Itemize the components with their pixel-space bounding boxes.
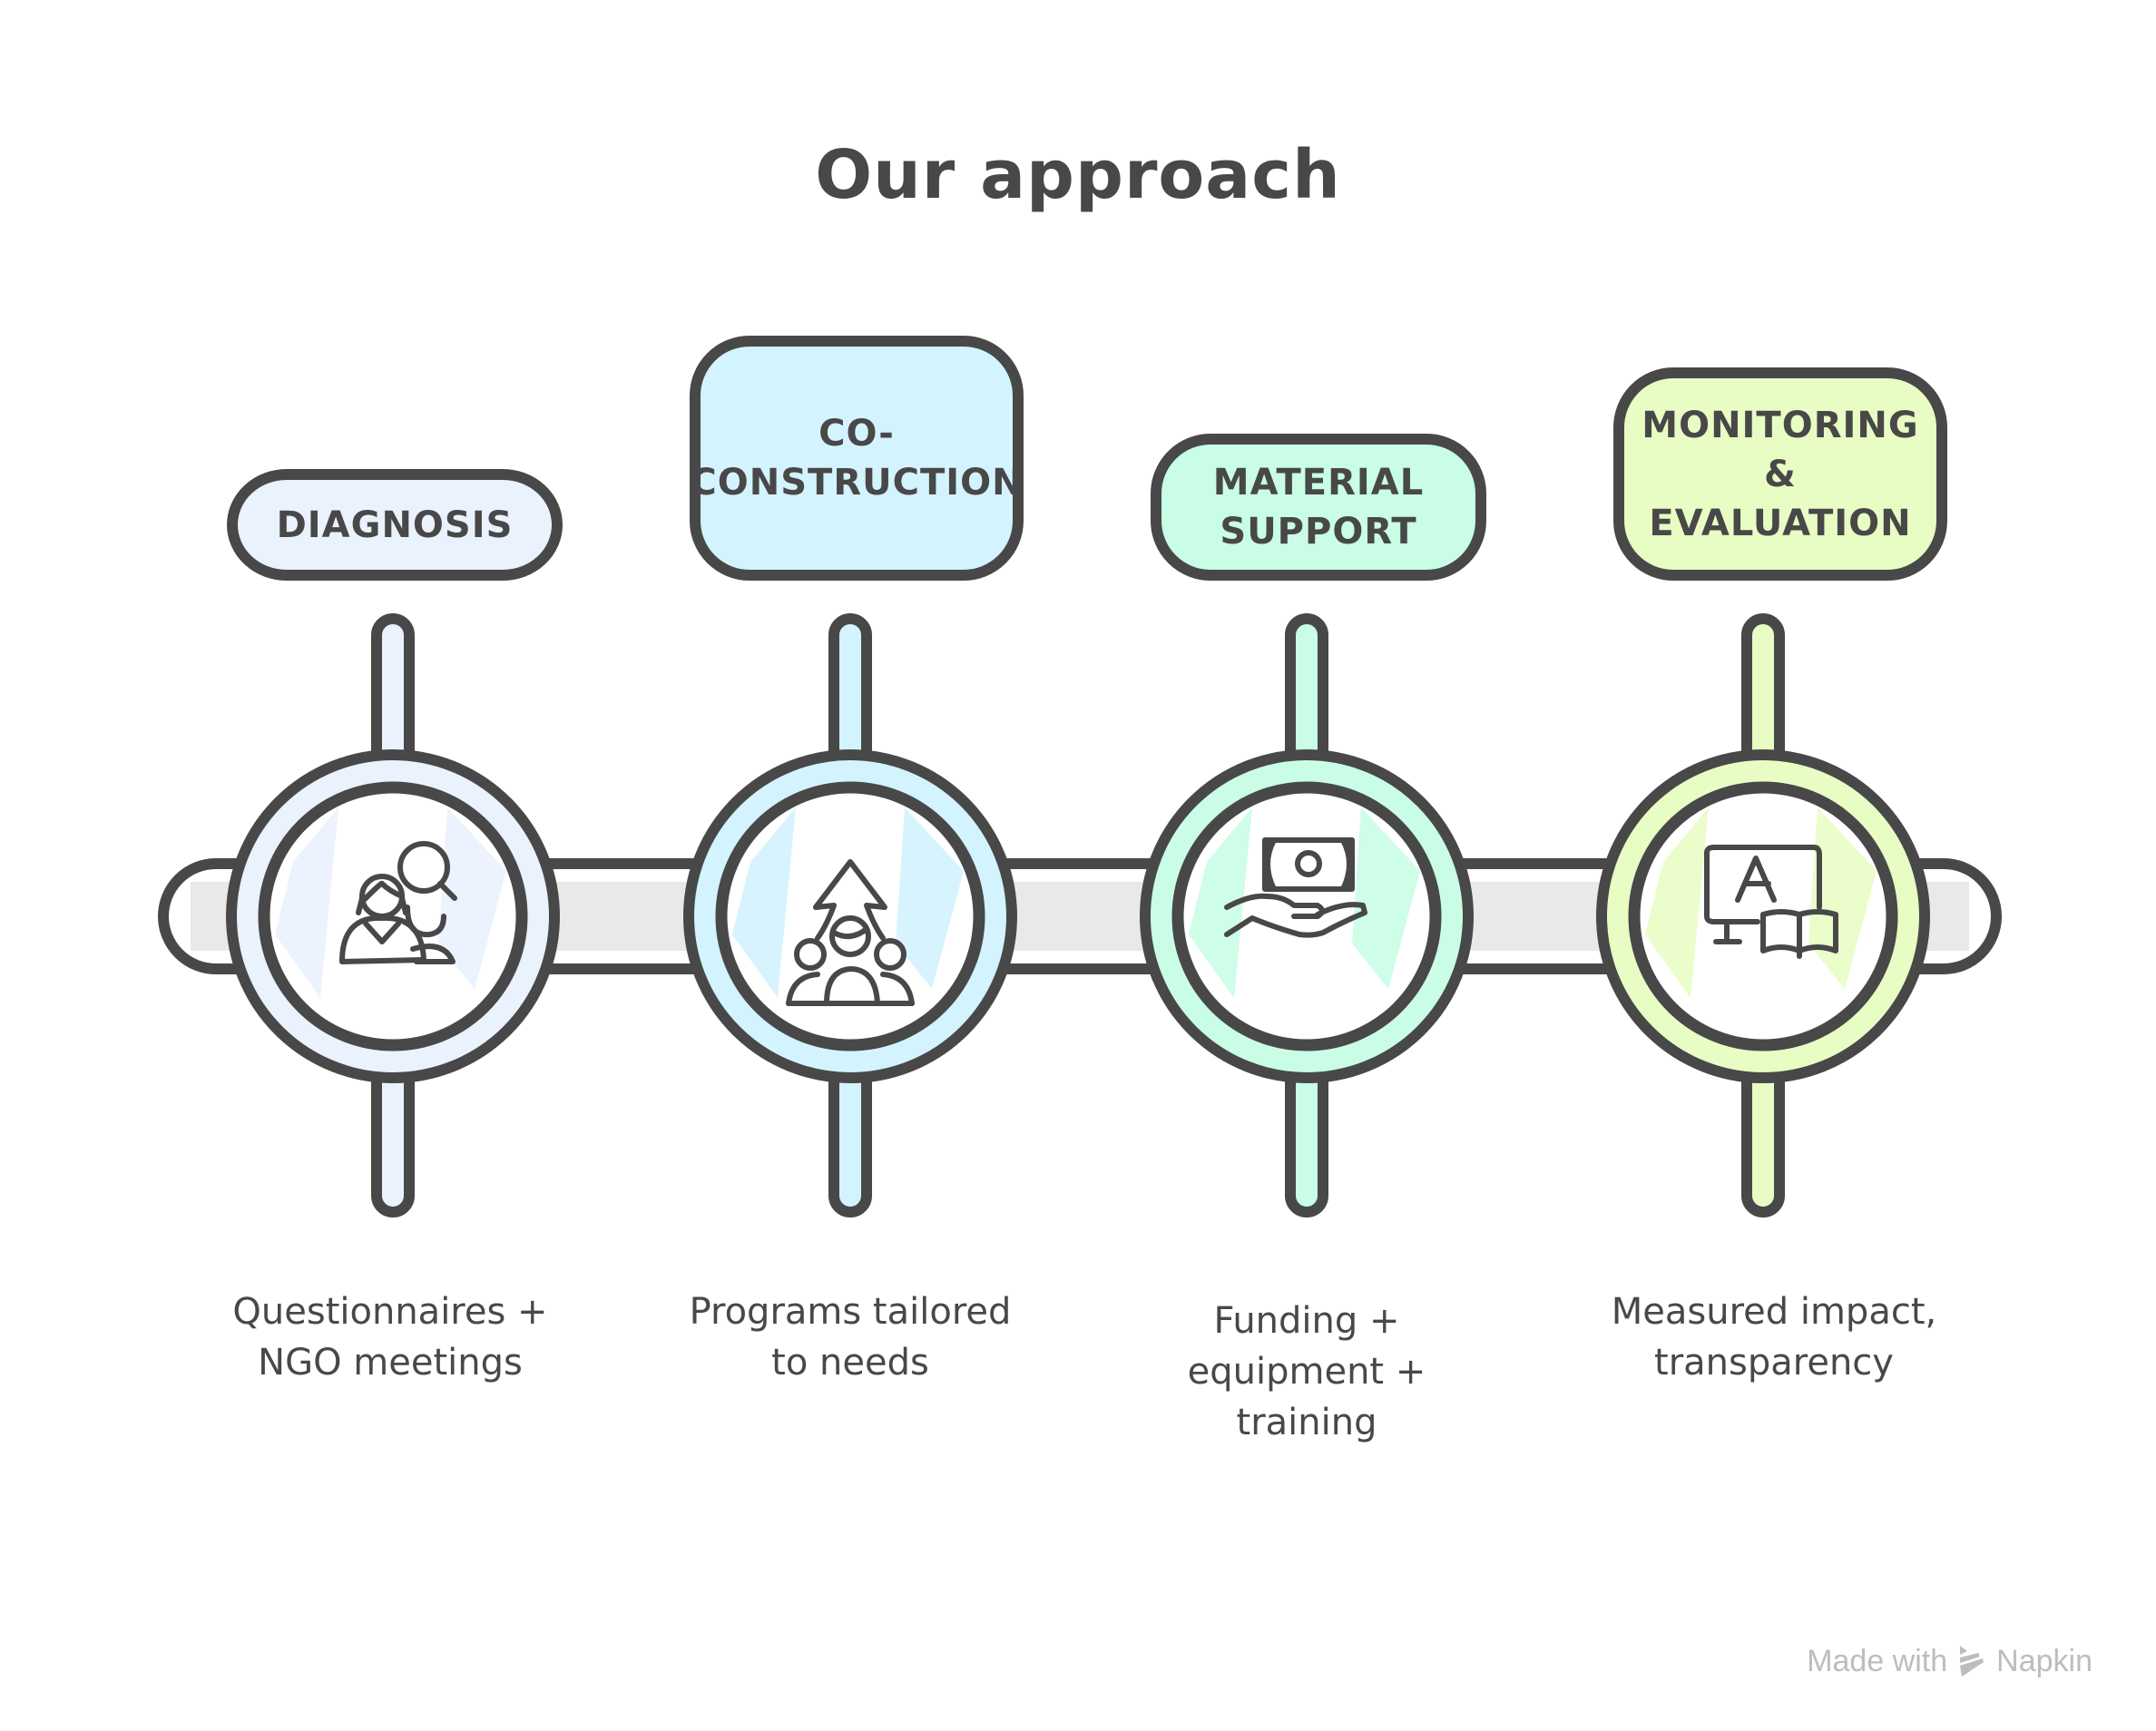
step-label-monitoring-evaluation: MONITORING & EVALUATION xyxy=(1642,404,1919,544)
bottom-stem xyxy=(1741,1069,1785,1218)
step-label-box xyxy=(690,336,1024,581)
napkin-logo-icon xyxy=(1960,1645,1984,1677)
napkin-brand-text: Napkin xyxy=(1996,1644,2092,1678)
step-description-material-support: Funding + equipment + training xyxy=(1187,1300,1426,1443)
step-label-box xyxy=(1613,367,1947,581)
step-label-box xyxy=(1151,434,1486,581)
step-label-material-support: MATERIAL SUPPORT xyxy=(1212,462,1425,553)
made-with-text: Made with xyxy=(1807,1644,1948,1678)
tint-patch xyxy=(732,807,796,998)
tint-patch xyxy=(1189,807,1252,998)
people-search-icon xyxy=(339,841,457,964)
tint-patch xyxy=(896,807,964,989)
napkin-watermark: Made with Napkin xyxy=(1807,1644,2092,1679)
group-arrow-up-icon xyxy=(786,859,915,1006)
tint-patch xyxy=(275,807,338,998)
top-stem xyxy=(1285,613,1328,764)
monitor-book-icon xyxy=(1704,845,1838,959)
tint-patch xyxy=(438,807,506,989)
step-description-diagnosis: Questionnaires + NGO meetings xyxy=(232,1291,548,1384)
step-node xyxy=(226,469,563,1218)
tint-patch xyxy=(1808,807,1877,989)
step-label-diagnosis: DIAGNOSIS xyxy=(276,504,514,546)
step-description-monitoring-evaluation: Measured impact, transparency xyxy=(1611,1291,1937,1384)
step-node xyxy=(1596,367,1947,1218)
bottom-stem xyxy=(1285,1069,1328,1218)
step-label-co-construction: CO- CONSTRUCTION xyxy=(690,413,1024,504)
bottom-stem xyxy=(371,1069,415,1218)
step-node xyxy=(683,336,1024,1218)
step-label-box xyxy=(227,469,563,581)
tint-patch xyxy=(1352,807,1420,989)
bottom-stem xyxy=(828,1069,872,1218)
step-description-co-construction: Programs tailored to needs xyxy=(689,1291,1012,1384)
diagram-title: Our approach xyxy=(815,136,1341,214)
top-stem xyxy=(371,613,415,764)
step-node xyxy=(1140,434,1486,1218)
tint-patch xyxy=(1645,807,1709,998)
top-stem xyxy=(1741,613,1785,764)
hand-money-icon xyxy=(1224,837,1367,938)
top-stem xyxy=(828,613,872,764)
